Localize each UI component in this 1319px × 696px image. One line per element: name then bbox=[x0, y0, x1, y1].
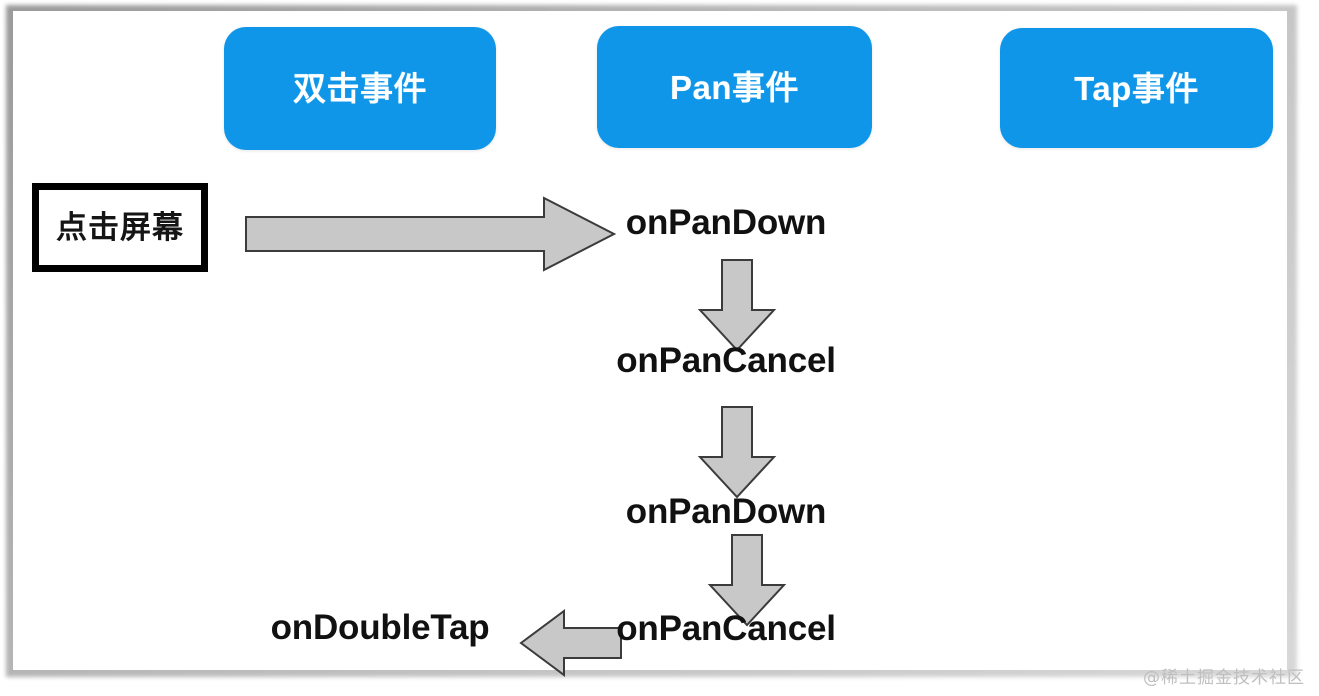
event-box-label: Tap事件 bbox=[1074, 69, 1199, 107]
callback-label-pan-down-1: onPanDown bbox=[625, 203, 827, 242]
event-box-pan[interactable]: Pan事件 bbox=[597, 26, 872, 148]
arrow-left-icon bbox=[519, 608, 623, 678]
event-box-label: Pan事件 bbox=[669, 68, 800, 106]
arrow-down-icon bbox=[691, 258, 783, 352]
callback-label-double-tap: onDoubleTap bbox=[270, 608, 490, 647]
callback-label-pan-down-2: onPanDown bbox=[625, 492, 827, 531]
watermark: @稀土掘金技术社区 bbox=[1143, 668, 1305, 688]
arrow-down-icon bbox=[701, 533, 793, 627]
source-node-label: 点击屏幕 bbox=[56, 210, 184, 245]
arrow-down-icon bbox=[691, 405, 783, 499]
arrow-right-icon bbox=[244, 195, 616, 273]
event-box-label: 双击事件 bbox=[293, 70, 427, 107]
callback-label-pan-cancel-1: onPanCancel bbox=[616, 341, 836, 380]
diagram-canvas: 双击事件 Pan事件 Tap事件 点击屏幕 bbox=[13, 11, 1287, 677]
callback-label-pan-cancel-2: onPanCancel bbox=[616, 609, 836, 648]
event-box-tap[interactable]: Tap事件 bbox=[1000, 28, 1273, 148]
event-box-double-tap[interactable]: 双击事件 bbox=[224, 27, 496, 150]
source-node-tap-screen: 点击屏幕 bbox=[32, 183, 208, 272]
